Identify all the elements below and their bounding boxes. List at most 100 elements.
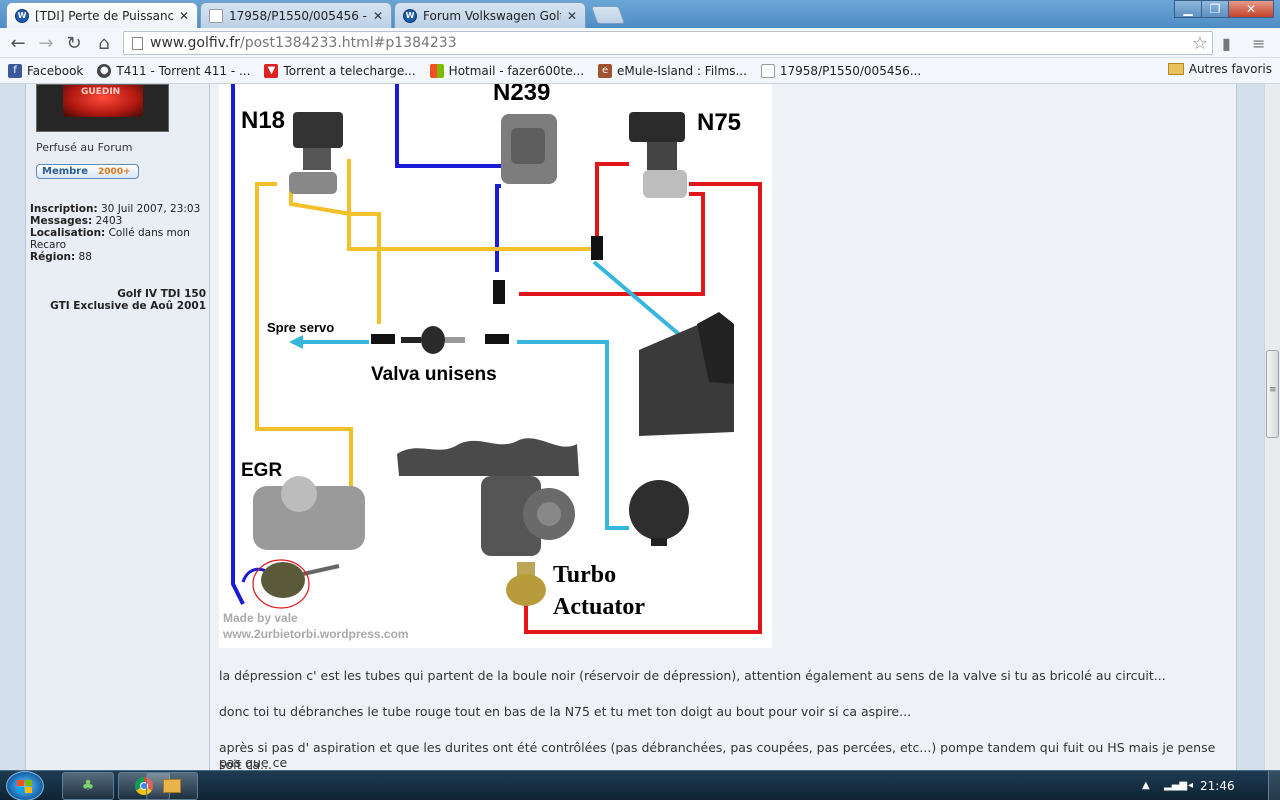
tab-label: [TDI] Perte de Puissance : xyxy=(35,8,173,23)
bookmark-facebook[interactable]: f Facebook xyxy=(8,63,84,78)
red-circle-annotation xyxy=(252,559,310,609)
blue-hose xyxy=(495,184,501,272)
url-host: www.golfiv.fr xyxy=(150,35,241,51)
tab-2[interactable]: 17958/P1550/005456 - Ros ✕ xyxy=(200,2,392,28)
home-button[interactable]: ⌂ xyxy=(98,32,110,54)
bookmark-label: Autres favoris xyxy=(1188,62,1272,76)
bookmark-hotmail[interactable]: Hotmail - fazer600te... xyxy=(429,63,584,78)
tray-arrow-icon[interactable]: ▲ xyxy=(1142,780,1150,791)
close-window-button[interactable]: ✕ xyxy=(1228,0,1274,18)
red-hose xyxy=(595,162,629,242)
menu-icon[interactable]: ≡ xyxy=(1252,34,1266,53)
chrome-icon xyxy=(135,777,153,795)
valve-unisens-icon xyxy=(421,326,445,354)
taskbar-chrome[interactable] xyxy=(118,772,170,800)
user-car: Golf IV TDI 150 GTI Exclusive de Aoû 200… xyxy=(30,288,206,312)
doc-icon xyxy=(209,8,223,23)
cyan-hose xyxy=(517,340,629,530)
t-connector xyxy=(485,334,509,344)
tab-active[interactable]: W [TDI] Perte de Puissance : ✕ xyxy=(6,2,198,28)
member-badge: Membre 2000+ xyxy=(36,164,139,179)
valve-stem xyxy=(401,337,421,343)
forward-button[interactable]: → xyxy=(38,32,54,54)
show-desktop-button[interactable] xyxy=(1268,771,1280,800)
close-icon[interactable]: ✕ xyxy=(178,8,189,23)
title-bar: W [TDI] Perte de Puissance : ✕ 17958/P15… xyxy=(0,0,1280,28)
t-connector xyxy=(493,280,505,304)
vacuum-reservoir-icon xyxy=(629,480,689,540)
cyan-hose xyxy=(592,260,683,338)
new-tab-button[interactable] xyxy=(590,6,626,24)
profile-row: Inscription: 30 Juil 2007, 23:03 xyxy=(30,203,206,215)
bookmark-other[interactable]: Autres favoris xyxy=(1167,62,1272,76)
egr-rod xyxy=(302,564,340,576)
n75-body xyxy=(647,142,677,170)
torrent-icon: ▼ xyxy=(264,63,279,78)
scrollbar-thumb[interactable] xyxy=(1266,350,1279,438)
turbo-actuator-icon xyxy=(506,574,546,606)
profile-details: Inscription: 30 Juil 2007, 23:03 Message… xyxy=(30,203,206,263)
bookmark-emule[interactable]: e eMule-Island : Films... xyxy=(598,63,747,78)
egr-cap xyxy=(281,476,317,512)
star-icon[interactable]: ☆ xyxy=(1191,33,1208,54)
tab-label: 17958/P1550/005456 - Ros xyxy=(229,8,367,23)
signal-icon[interactable]: ▂▄▆ xyxy=(1164,780,1188,791)
n18-base xyxy=(289,172,337,194)
watermark-website: www.2urbietorbi.wordpress.com xyxy=(222,627,409,641)
taskbar-explorer[interactable] xyxy=(146,772,198,800)
label-n239: N239 xyxy=(493,84,550,106)
vw-icon: W xyxy=(15,8,29,23)
taskbar-network-app[interactable]: ♣ xyxy=(62,772,114,800)
profile-key: Messages: xyxy=(30,215,93,227)
t-connector xyxy=(591,236,603,260)
label-valva-unisens: Valva unisens xyxy=(371,364,497,385)
bookmark-doc[interactable]: 17958/P1550/005456... xyxy=(760,63,921,78)
volume-icon[interactable]: ◂ xyxy=(1188,780,1194,791)
windows-flag-icon xyxy=(17,780,32,793)
user-rank: Perfusé au Forum xyxy=(36,141,133,154)
back-button[interactable]: ← xyxy=(10,32,26,54)
airbox-intake xyxy=(697,312,734,384)
profile-row: Messages: 2403 xyxy=(30,215,206,227)
taskbar-clock[interactable]: 21:46 xyxy=(1200,779,1235,793)
bookmark-label: Facebook xyxy=(27,63,84,78)
doc-icon xyxy=(760,63,775,78)
start-button[interactable] xyxy=(6,771,44,800)
emule-icon: e xyxy=(598,63,613,78)
bookmark-torrent[interactable]: ▼ Torrent a telecharge... xyxy=(264,63,416,78)
label-egr: EGR xyxy=(241,460,282,481)
profile-value: 2403 xyxy=(92,215,123,227)
facebook-icon: f xyxy=(8,63,22,78)
close-icon[interactable]: ✕ xyxy=(566,8,577,23)
page-content: GUEDIN Perfusé au Forum Membre 2000+ Ins… xyxy=(0,84,1264,770)
bookmark-t411[interactable]: ● T411 - Torrent 411 - ... xyxy=(97,63,250,78)
vacuum-diagram-image: N18 N239 N75 Spre servo Valva unisens EG… xyxy=(219,84,772,648)
maximize-button[interactable]: ❐ xyxy=(1201,0,1229,18)
profile-row: Localisation: Collé dans mon Recaro xyxy=(30,227,206,251)
avatar-glow xyxy=(63,85,143,117)
post-text-line: donc toi tu débranches le tube rouge tou… xyxy=(219,704,912,719)
egr-valve-icon xyxy=(253,486,365,550)
address-bar[interactable]: www.golfiv.fr /post1384233.html#p1384233… xyxy=(123,31,1213,55)
bars-icon[interactable]: ▮ xyxy=(1222,34,1231,53)
turbo-wheel xyxy=(537,502,561,526)
post-body: N18 N239 N75 Spre servo Valva unisens EG… xyxy=(210,84,1237,770)
bookmarks-bar: f Facebook ● T411 - Torrent 411 - ... ▼ … xyxy=(0,58,1280,84)
post-text-line: après si pas d' aspiration et que les du… xyxy=(219,740,1216,770)
label-turbo: Turbo xyxy=(553,562,616,588)
label-n18: N18 xyxy=(241,107,285,134)
vertical-scrollbar[interactable] xyxy=(1264,84,1280,770)
label-spre-servo: Spre servo xyxy=(267,320,334,335)
valve-stem xyxy=(445,337,465,343)
reload-button[interactable]: ↻ xyxy=(66,32,82,54)
bookmark-label: eMule-Island : Films... xyxy=(617,63,747,78)
bookmark-label: Torrent a telecharge... xyxy=(283,63,416,78)
blue-hose xyxy=(395,84,501,168)
profile-key: Inscription: xyxy=(30,203,98,215)
close-icon[interactable]: ✕ xyxy=(372,8,383,23)
post-text-line: la dépression c' est les tubes qui parte… xyxy=(219,668,1166,683)
car-line: Golf IV TDI 150 xyxy=(117,288,206,300)
egr-actuator xyxy=(261,562,305,598)
tab-3[interactable]: W Forum Volkswagen Golf IV ✕ xyxy=(394,2,586,28)
minimize-button[interactable]: ▁ xyxy=(1174,0,1202,18)
